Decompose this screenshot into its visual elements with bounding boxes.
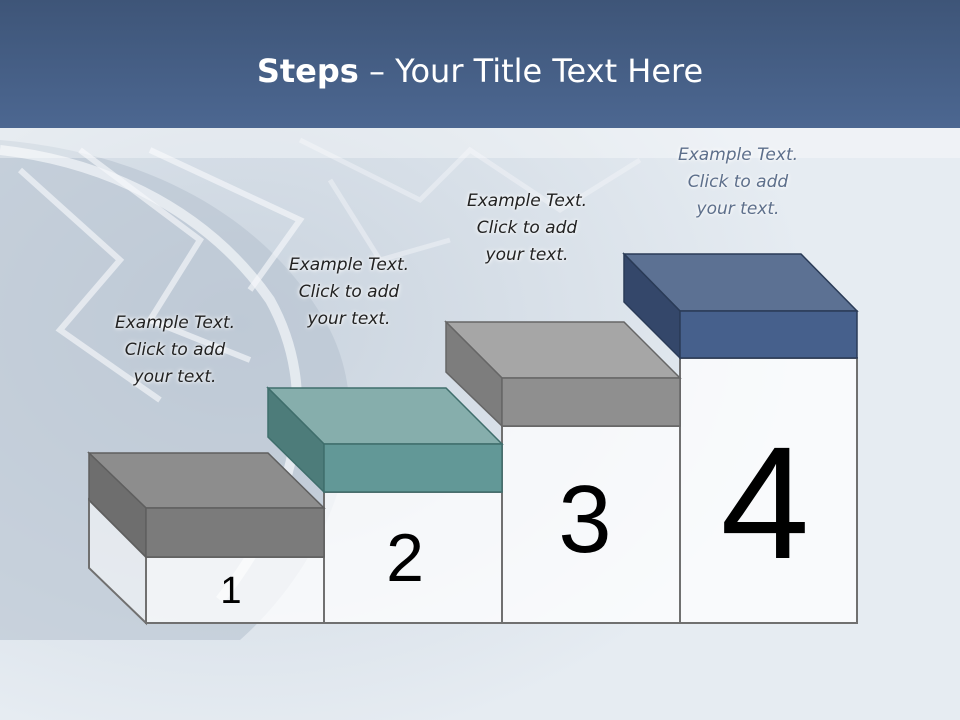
slide-title: Steps – Your Title Text Here (0, 52, 960, 90)
caption-line: your text. (133, 367, 217, 387)
step-4-block (622, 252, 859, 360)
step-3-caption[interactable]: Example Text. Click to add your text. (427, 188, 627, 269)
caption-line: Click to add (298, 282, 400, 302)
step-3-block (444, 320, 682, 428)
step-2-number: 2 (386, 520, 424, 596)
title-rest: – Your Title Text Here (358, 52, 704, 90)
step-2-caption[interactable]: Example Text. Click to add your text. (249, 252, 449, 333)
caption-line: your text. (696, 199, 780, 219)
step-3-number: 3 (558, 466, 612, 573)
title-bar (0, 0, 960, 128)
caption-line: Click to add (476, 218, 578, 238)
title-bold: Steps (256, 52, 359, 90)
step-2-block (266, 386, 504, 494)
caption-line: your text. (307, 309, 391, 329)
caption-line: Click to add (687, 172, 789, 192)
step-risers (88, 357, 858, 626)
caption-line: your text. (485, 245, 569, 265)
caption-line: Example Text. (466, 191, 588, 211)
step-4-caption[interactable]: Example Text. Click to add your text. (638, 142, 838, 223)
caption-line: Example Text. (677, 145, 799, 165)
caption-line: Example Text. (288, 255, 410, 275)
step-4-number: 4 (720, 413, 810, 592)
step-1-block (87, 451, 326, 559)
caption-line: Example Text. (114, 313, 236, 333)
step-1-number: 1 (220, 570, 242, 612)
caption-line: Click to add (124, 340, 226, 360)
step-1-caption[interactable]: Example Text. Click to add your text. (75, 310, 275, 391)
